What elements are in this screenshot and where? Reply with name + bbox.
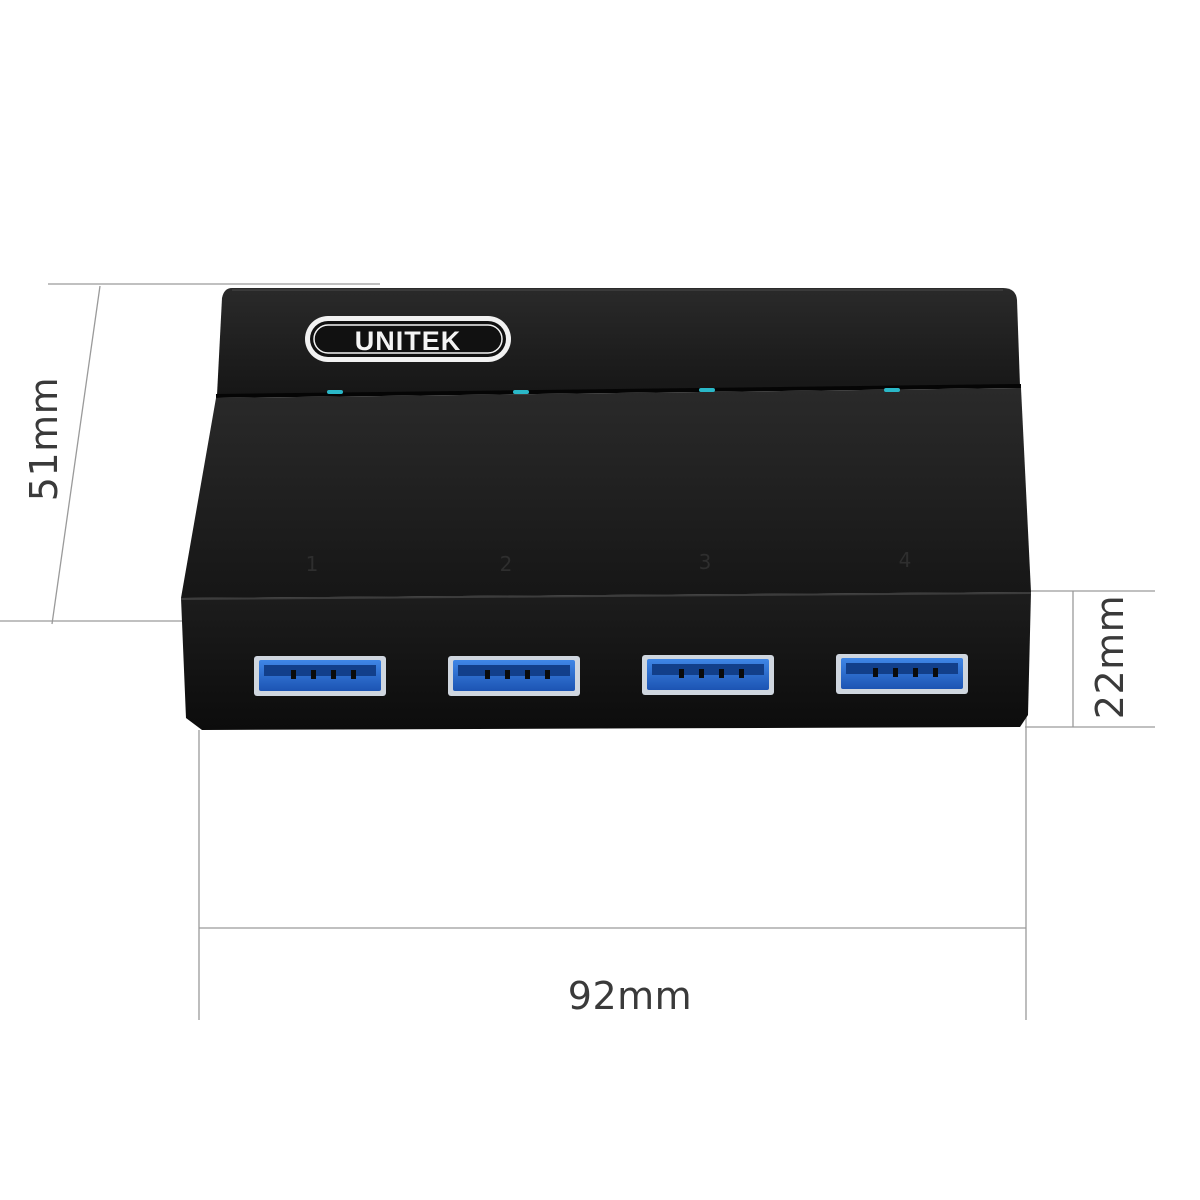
depth-dimension-line [51,285,101,625]
led-indicator [699,388,715,392]
width-dimension-label: 92mm [567,974,693,1018]
usb-port-3 [642,655,774,695]
port-number-labels: 1 2 3 4 [306,548,912,576]
hub-front-edge [180,592,1032,600]
height-dimension-label: 22mm [1088,594,1132,720]
usb-port-1 [254,656,386,696]
hub-front-face [181,592,1031,730]
brand-logo-text: UNITEK [355,326,462,356]
usb-ports [254,654,968,696]
led-indicator [884,388,900,392]
port-number-2: 2 [500,552,513,576]
usb-port-4 [836,654,968,694]
led-indicator [513,390,529,394]
usb-port-2 [448,656,580,696]
depth-dimension-label: 51mm [22,376,66,502]
led-indicator [327,390,343,394]
dimension-lines [0,283,1155,1020]
port-number-4: 4 [899,548,912,572]
hub-top-panel [217,288,1020,395]
usb-hub: UNITEK 1 2 3 4 [180,288,1032,730]
brand-logo: UNITEK [305,316,511,362]
hub-groove [215,384,1022,398]
port-number-1: 1 [306,552,319,576]
led-indicators [327,388,900,394]
port-number-3: 3 [699,550,712,574]
hub-middle-panel [181,388,1031,598]
